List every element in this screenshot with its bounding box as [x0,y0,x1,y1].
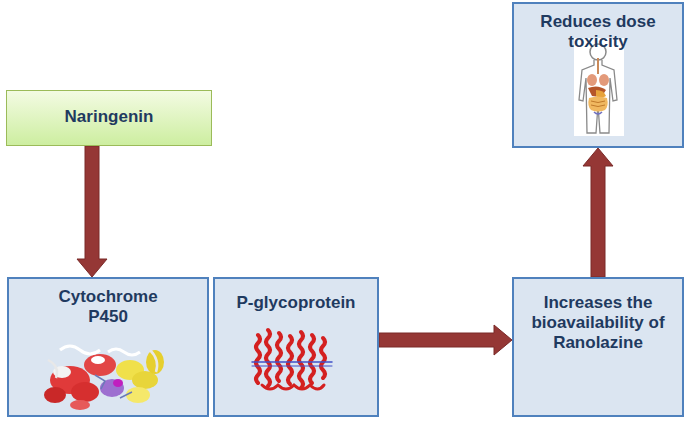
human-body-illustration [574,38,624,136]
enzyme-box: Cytochrome P450 [7,277,209,417]
cytochrome-protein-illustration [44,346,164,410]
node-label: P-glycoprotein [221,279,371,313]
start-box: Naringenin [6,90,212,146]
node-label: Increases the bioavailability of Ranolaz… [520,279,676,353]
node-label: Reduces dose toxicity [528,4,668,52]
transporter-box: P-glycoprotein [213,277,379,417]
outcome-box: Reduces dose toxicity [512,2,684,148]
block-arrow [583,148,613,277]
node-label: Cytochrome P450 [48,279,168,327]
p-glycoprotein-illustration [252,330,332,389]
block-arrow [77,146,107,277]
block-arrow [379,325,512,355]
effect-box: Increases the bioavailability of Ranolaz… [512,277,684,417]
node-label: Naringenin [14,91,204,127]
